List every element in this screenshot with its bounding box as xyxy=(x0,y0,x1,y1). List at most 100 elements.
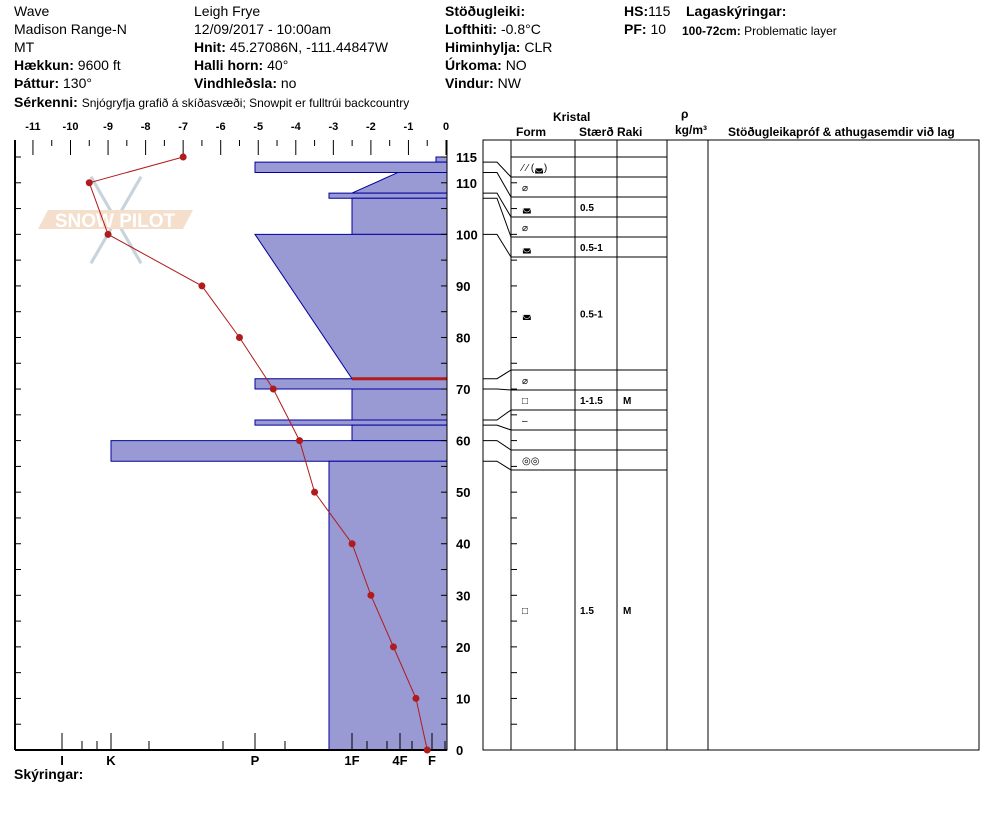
layer-connector xyxy=(483,192,512,218)
hs: HS:115 xyxy=(624,3,670,19)
moisture: M xyxy=(623,606,631,617)
hardness-layer-0 xyxy=(435,156,448,163)
slope-value: 40° xyxy=(267,57,289,73)
temperature-point xyxy=(423,746,431,754)
depth-tick-label: 80 xyxy=(456,330,470,345)
hardness-layer-5 xyxy=(254,233,448,380)
hs-label: HS: xyxy=(624,3,649,19)
grain-size: 1-1.5 xyxy=(580,396,603,407)
aspect-value: 130° xyxy=(63,75,92,91)
watermark-text: SNOW PILOT xyxy=(55,211,176,232)
coords-label: Hnit: xyxy=(194,39,226,55)
air-temp-label: Lofthiti: xyxy=(445,21,498,37)
wind: Vindur: NW xyxy=(445,75,521,91)
aspect-label: Þáttur: xyxy=(14,75,60,91)
temperature-point xyxy=(235,333,243,341)
depth-tick-label: 60 xyxy=(456,434,470,449)
layer-connector xyxy=(483,369,512,380)
hardness-tick-label: I xyxy=(60,753,64,768)
elevation-value: 9600 ft xyxy=(77,57,121,73)
stability-label: Stöðugleiki: xyxy=(445,3,526,19)
hardness-layer-4 xyxy=(351,197,448,235)
layer-connector xyxy=(483,161,512,178)
temp-tick-label: -1 xyxy=(404,121,414,133)
layer-connector xyxy=(483,197,512,238)
layer-note-text: Problematic layer xyxy=(744,24,837,38)
snowflake-icon xyxy=(89,175,143,265)
ice-crust-icon: – xyxy=(522,416,528,427)
layer-connector xyxy=(483,424,512,431)
precip-particles-decomposing-icon: ⁄ ⁄ (◛) xyxy=(519,163,547,174)
pf-label: PF: xyxy=(624,21,647,37)
temperature-point xyxy=(269,385,277,393)
temperature-point xyxy=(179,153,187,161)
state: MT xyxy=(14,39,35,55)
layer-connector xyxy=(483,440,512,451)
layer-notes-label: Lagaskýringar: xyxy=(686,3,787,19)
temp-tick-label: 0 xyxy=(443,121,449,133)
observer: Leigh Frye xyxy=(194,3,261,19)
grain-size: 0.5-1 xyxy=(580,243,603,254)
wind-loading-label: Vindhleðsla: xyxy=(194,75,277,91)
hs-value: 115 xyxy=(648,3,671,19)
depth-tick-label: 100 xyxy=(456,227,478,242)
moisture: M xyxy=(623,396,631,407)
temp-tick-label: -2 xyxy=(366,121,376,133)
layer-connector xyxy=(483,409,512,421)
air-temp-value: -0.8°C xyxy=(500,21,541,37)
sky-label: Himinhylja: xyxy=(445,39,521,55)
temperature-point xyxy=(296,437,304,445)
snowflake-icon xyxy=(89,175,143,265)
faceted-crystal-icon: □ xyxy=(522,396,528,407)
layer-note-range: 100-72cm: xyxy=(682,24,741,38)
watermark-banner xyxy=(38,210,193,229)
layer-table-frame xyxy=(482,139,980,751)
grain-size: 0.5-1 xyxy=(580,310,603,321)
depth-tick-label: 115 xyxy=(456,150,477,165)
wind-loading: Vindhleðsla: no xyxy=(194,75,296,91)
hardness-layer-11 xyxy=(328,460,448,751)
depth-tick-label: 40 xyxy=(456,537,470,552)
layer-note: 100-72cm: Problematic layer xyxy=(682,23,837,39)
temp-tick-label: -5 xyxy=(253,121,263,133)
layer-connector xyxy=(483,388,512,391)
air-temp: Lofthiti: -0.8°C xyxy=(445,21,541,37)
sky: Himinhylja: CLR xyxy=(445,39,552,55)
pf: PF: 10 xyxy=(624,21,666,37)
location: Wave xyxy=(14,3,50,19)
hardness-layer-2 xyxy=(351,171,448,194)
depth-tick-label: 10 xyxy=(456,691,470,706)
density-header: kg/m³ xyxy=(675,123,708,137)
depth-tick-label: 90 xyxy=(456,279,470,294)
faceted-rounded-icon: ⌀ xyxy=(522,183,528,194)
temp-tick-label: -9 xyxy=(103,121,113,133)
temp-tick-label: -6 xyxy=(216,121,226,133)
hardness-layer-6 xyxy=(254,378,448,390)
melt-forms-icon: ◎◎ xyxy=(522,456,540,467)
moisture-header: Raki xyxy=(617,125,643,139)
wind-value: NW xyxy=(497,75,521,91)
hardness-layer-9 xyxy=(351,424,448,442)
hardness-layer-10 xyxy=(110,440,448,462)
hardness-layer-3 xyxy=(328,192,448,199)
snowpilot-watermark: SNOW PILOT xyxy=(38,175,193,265)
hardness-tick-label: 1F xyxy=(344,753,359,768)
precip: Úrkoma: NO xyxy=(445,57,527,73)
features-value: Snjógryfja grafið á skíðasvæði; Snowpit … xyxy=(81,96,410,110)
snowflake-icon xyxy=(89,175,143,265)
temperature-point xyxy=(367,591,375,599)
hardness-tick-label: 4F xyxy=(392,753,407,768)
faceted-rounded-icon: ⌀ xyxy=(522,376,528,387)
coords-value: 45.27086N, -111.44847W xyxy=(229,39,389,55)
temperature-point xyxy=(348,540,356,548)
wind-loading-value: no xyxy=(280,75,297,91)
wind-label: Vindur: xyxy=(445,75,494,91)
features-label: Sérkenni: xyxy=(14,94,78,110)
precip-value: NO xyxy=(505,57,527,73)
hardness-tick-label: K xyxy=(106,753,116,768)
datetime: 12/09/2017 - 10:00am xyxy=(194,21,331,37)
temp-tick-label: -7 xyxy=(178,121,188,133)
temperature-point xyxy=(85,179,93,187)
